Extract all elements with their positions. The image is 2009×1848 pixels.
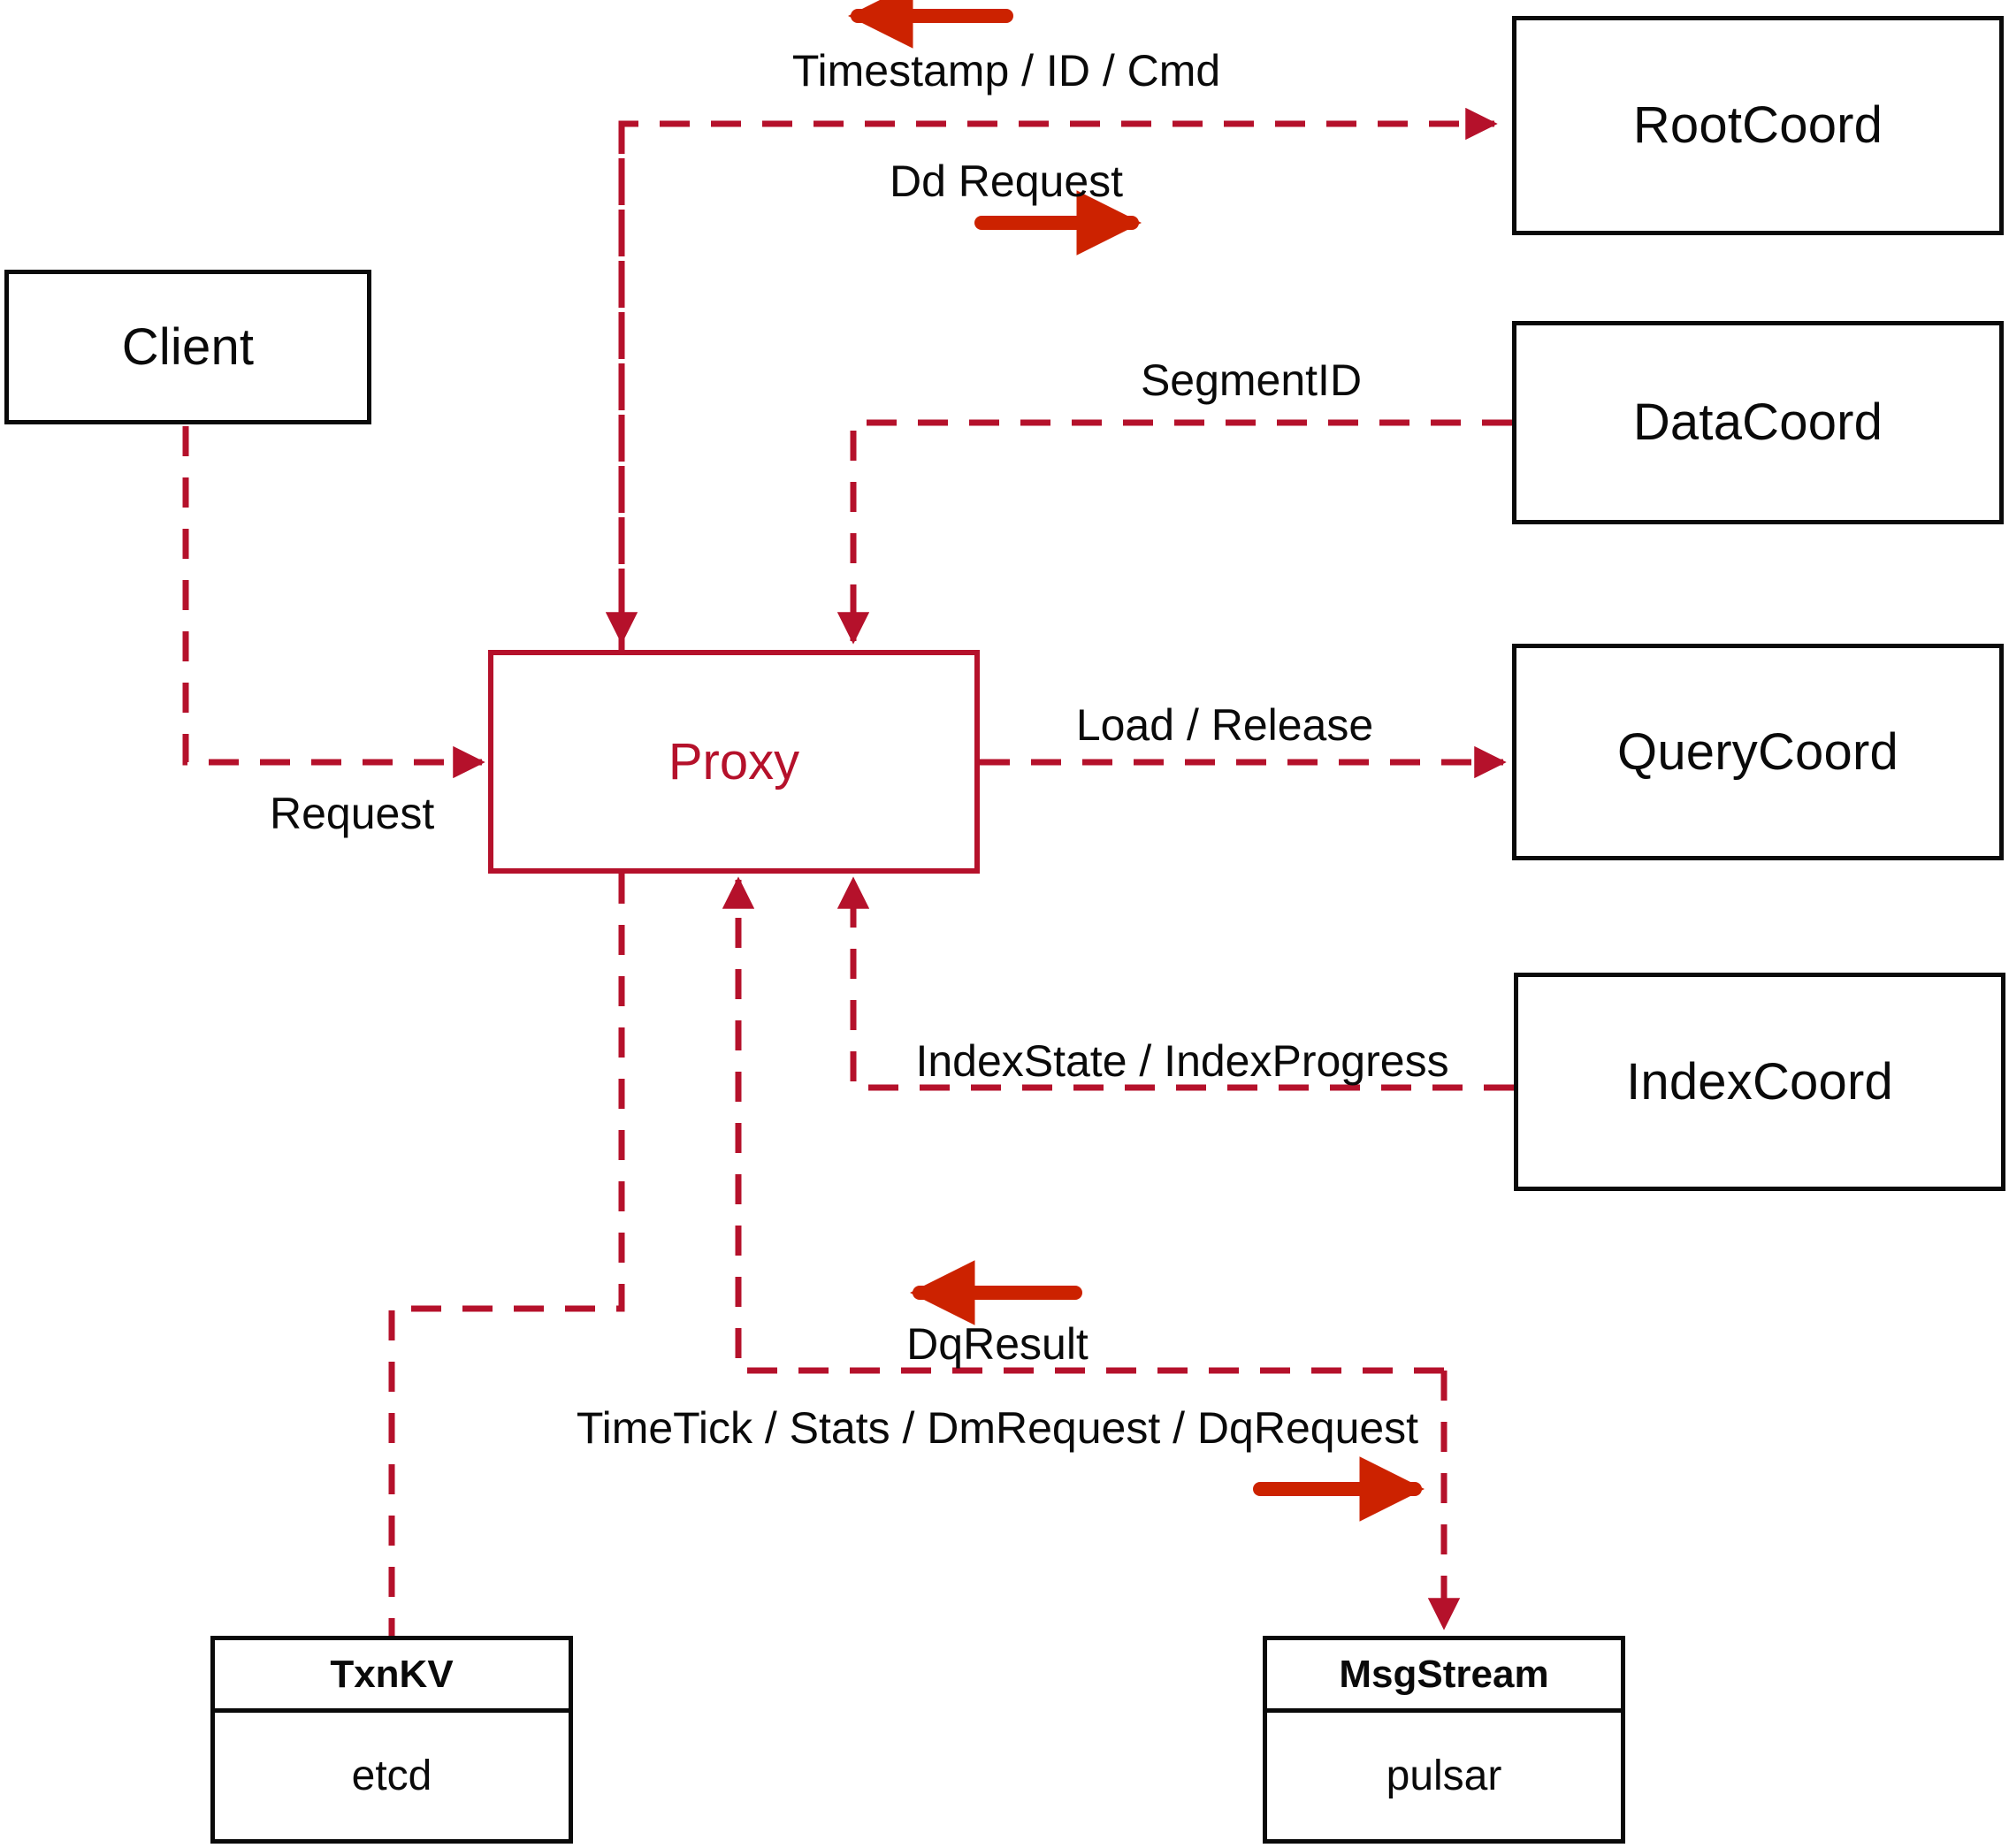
node-proxy-label: Proxy — [668, 732, 800, 790]
node-msgstream-body: pulsar — [1267, 1713, 1621, 1839]
edge-label-dd-request: Dd Request — [889, 157, 1124, 206]
node-msgstream-title: MsgStream — [1339, 1652, 1549, 1696]
node-txnkv-header: TxnKV — [215, 1640, 569, 1713]
edge-label-request: Request — [270, 789, 435, 838]
edge-datacoord-to-proxy — [836, 419, 1512, 645]
node-msgstream[interactable]: MsgStream pulsar — [1263, 1636, 1625, 1844]
edge-label-timestamp-id-cmd: Timestamp / ID / Cmd — [791, 46, 1221, 95]
node-txnkv-body: etcd — [215, 1713, 569, 1839]
node-rootcoord-label: RootCoord — [1632, 96, 1883, 154]
edge-label-dq-result: DqResult — [906, 1319, 1089, 1369]
edge-proxy-to-txnkv — [388, 874, 625, 1636]
node-querycoord-label: QueryCoord — [1617, 722, 1898, 781]
node-datacoord-label: DataCoord — [1632, 393, 1883, 451]
node-rootcoord[interactable]: RootCoord — [1512, 16, 2004, 235]
edge-label-timetick-stats: TimeTick / Stats / DmRequest / DqRequest — [576, 1403, 1419, 1453]
edge-label-index-state-progress: IndexState / IndexProgress — [915, 1036, 1449, 1086]
node-indexcoord[interactable]: IndexCoord — [1514, 973, 2005, 1191]
node-client[interactable]: Client — [4, 270, 371, 424]
edge-label-load-release: Load / Release — [1075, 700, 1374, 750]
node-datacoord[interactable]: DataCoord — [1512, 321, 2004, 524]
node-txnkv[interactable]: TxnKV etcd — [210, 1636, 573, 1844]
node-msgstream-header: MsgStream — [1267, 1640, 1621, 1713]
node-querycoord[interactable]: QueryCoord — [1512, 644, 2004, 860]
node-indexcoord-label: IndexCoord — [1626, 1052, 1893, 1111]
node-client-label: Client — [121, 317, 255, 376]
node-txnkv-title: TxnKV — [330, 1652, 454, 1696]
edge-client-to-proxy — [182, 426, 485, 779]
node-proxy[interactable]: Proxy — [488, 650, 980, 874]
node-msgstream-impl: pulsar — [1386, 1752, 1502, 1799]
node-txnkv-impl: etcd — [351, 1752, 432, 1799]
edge-label-segment-id: SegmentID — [1140, 355, 1363, 405]
edge-msgstream-to-proxy — [722, 876, 1444, 1374]
